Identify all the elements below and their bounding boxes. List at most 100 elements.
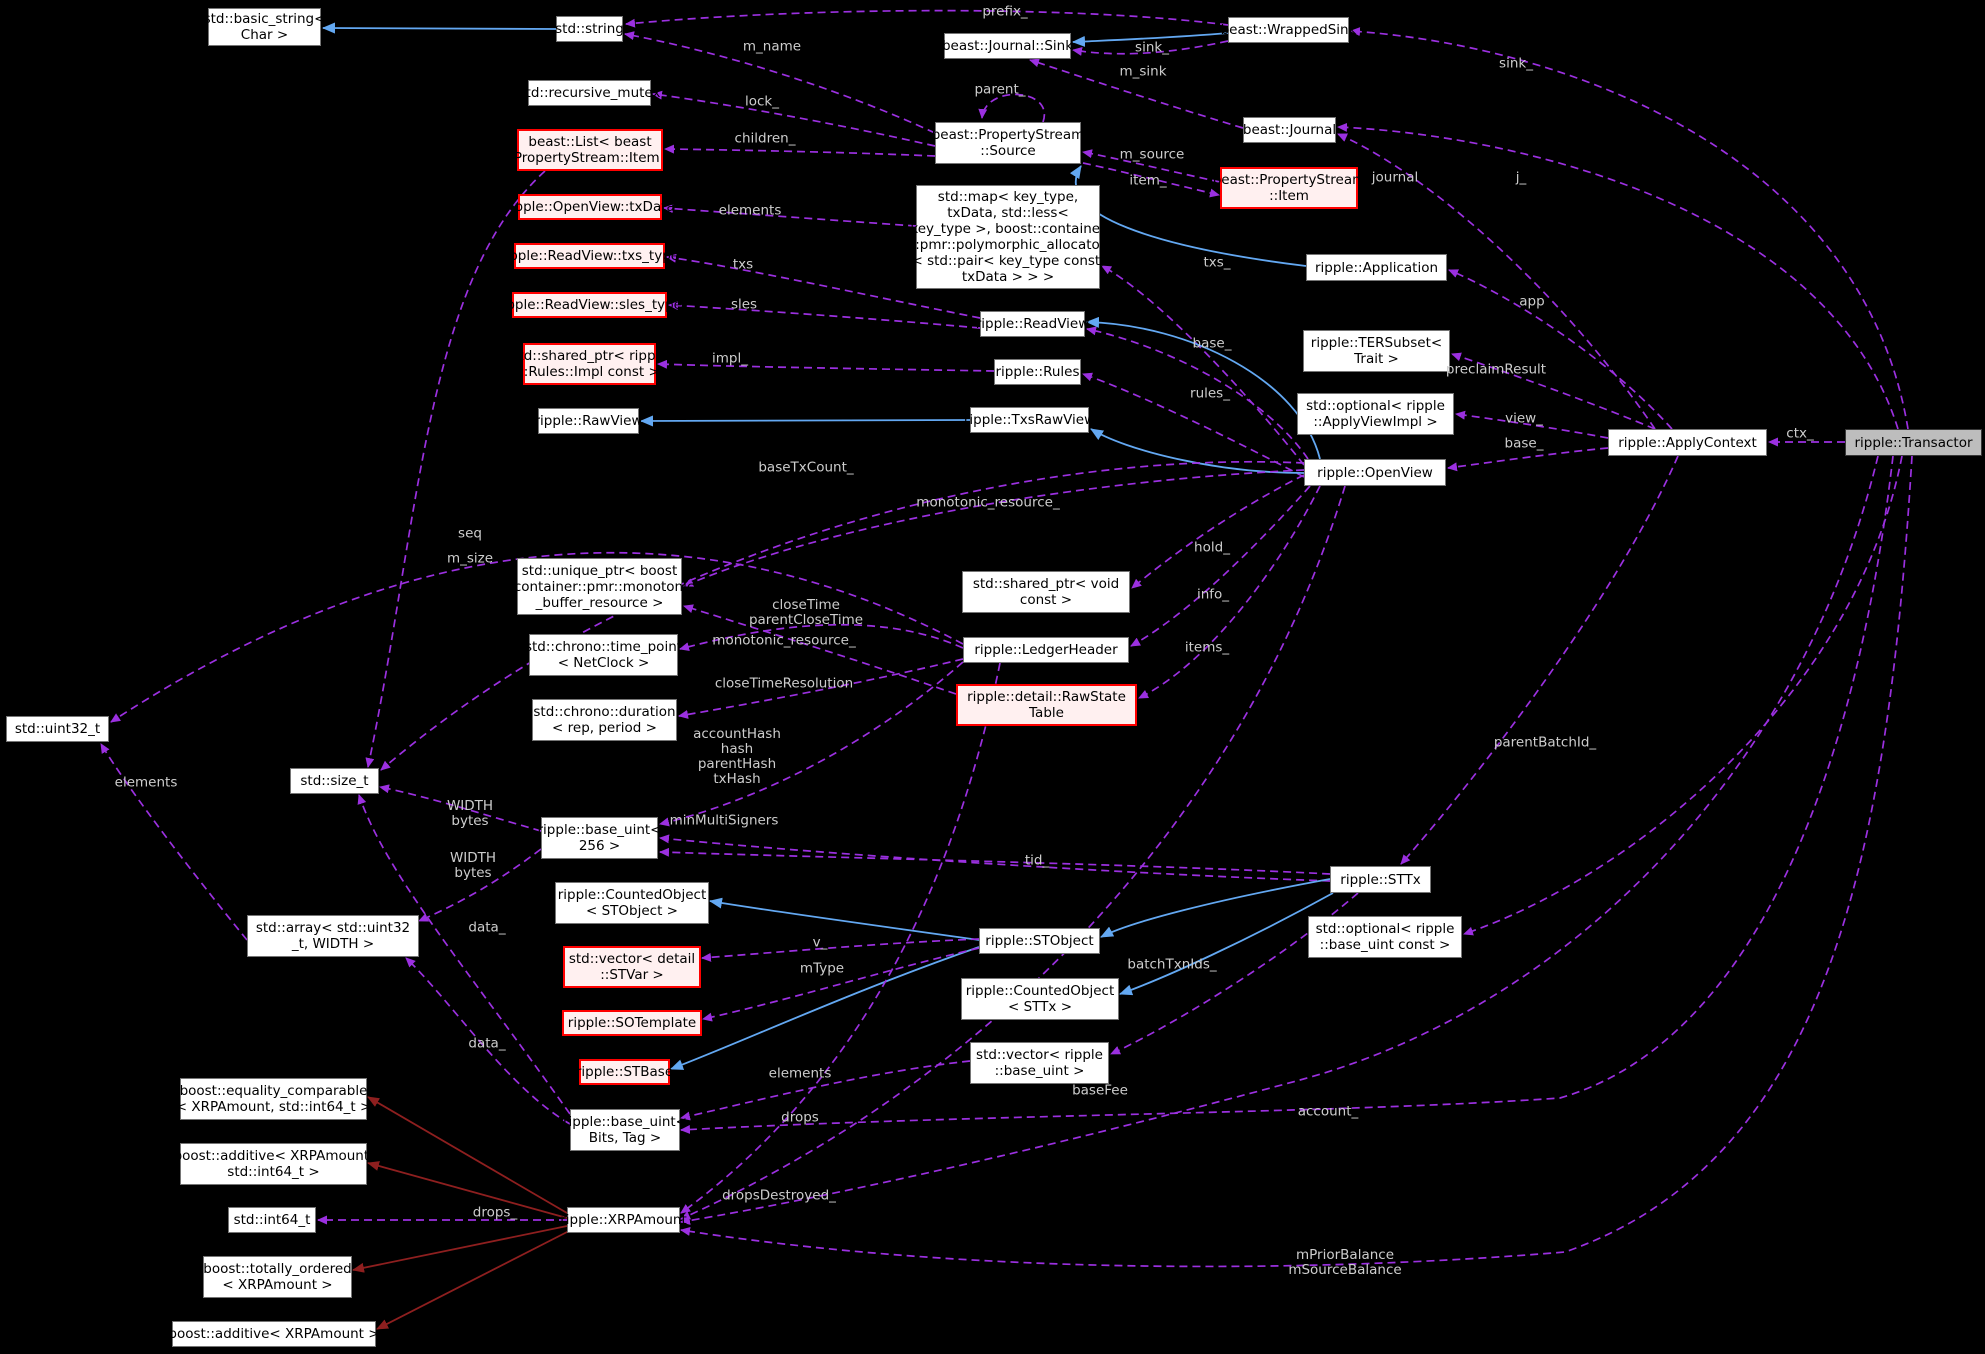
edge-label-data--44: data_ xyxy=(468,1035,506,1052)
node-sotemplate[interactable]: ripple::SOTemplate xyxy=(562,1010,702,1036)
edge-wrappedsink-inherit xyxy=(1072,32,1229,47)
edge-tid xyxy=(659,847,1331,875)
edge-stobject-stbase-inherit xyxy=(670,946,980,1070)
edge-minmultisigners xyxy=(659,834,1331,882)
edge-view xyxy=(1455,410,1609,439)
node-readview[interactable]: ripple::ReadView xyxy=(976,311,1089,337)
edge-label-data--40: data_ xyxy=(468,919,506,936)
node-tersubset[interactable]: ripple::TERSubset< Trait > xyxy=(1303,330,1450,372)
edge-basetxcount xyxy=(380,460,1305,771)
node-base-uint-256[interactable]: ripple::base_uint< 256 > xyxy=(538,817,662,859)
edge-xrp-totally xyxy=(352,1225,568,1273)
edge-label-basefee-47: baseFee xyxy=(1072,1082,1128,1099)
node-xrpamount[interactable]: ripple::XRPAmount xyxy=(560,1207,687,1233)
edge-label-account--48: account_ xyxy=(1297,1103,1359,1120)
node-journal-sink[interactable]: beast::Journal::Sink xyxy=(942,33,1073,59)
node-ledgerheader[interactable]: ripple::LedgerHeader xyxy=(963,637,1129,663)
node-int64-t[interactable]: std::int64_t xyxy=(228,1207,316,1233)
edge-m-sink xyxy=(1029,58,1244,129)
node-base-uint-bits-tag[interactable]: ripple::base_uint< Bits, Tag > xyxy=(563,1109,687,1151)
node-readview-sles-type[interactable]: ripple::ReadView::sles_type xyxy=(497,292,682,318)
edge-preclaimresult xyxy=(1451,352,1656,430)
edge-info xyxy=(1130,485,1311,647)
node-optional-applyviewimpl[interactable]: std::optional< ripple ::ApplyViewImpl > xyxy=(1297,393,1454,435)
node-std-map[interactable]: std::map< key_type, txData, std::less< k… xyxy=(910,185,1106,289)
node-txsrawview[interactable]: ripple::TxsRawView xyxy=(964,407,1095,433)
node-beast-list[interactable]: beast::List< beast ::PropertyStream::Ite… xyxy=(505,129,675,171)
node-basic-string[interactable]: std::basic_string< Char > xyxy=(204,8,325,46)
node-time-point[interactable]: std::chrono::time_point < NetClock > xyxy=(525,634,682,676)
node-string[interactable]: std::string xyxy=(555,16,624,42)
node-array-uint32[interactable]: std::array< std::uint32 _t, WIDTH > xyxy=(247,915,419,957)
edge-string-basicstring-inherit xyxy=(322,22,557,34)
node-rawview[interactable]: ripple::RawView xyxy=(534,408,643,434)
node-sttx[interactable]: ripple::STTx xyxy=(1330,866,1431,893)
node-additive-int64[interactable]: boost::additive< XRPAmount, std::int64_t… xyxy=(174,1143,373,1185)
edge-dropsdestroyed xyxy=(680,485,1346,1220)
edge-label-prefix--0: prefix_ xyxy=(982,3,1028,20)
edge-label-accounthash-hash-parenthash-txhash-34: accountHash hash parentHash txHash xyxy=(693,726,781,787)
edge-label-preclaimresult-19: preclaimResult xyxy=(1445,361,1547,378)
edges-group xyxy=(100,9,1913,1330)
node-counted-object-sttx[interactable]: ripple::CountedObject < STTx > xyxy=(961,978,1119,1020)
node-openview-txdata[interactable]: ripple::OpenView::txData xyxy=(505,194,675,220)
node-size-t[interactable]: std::size_t xyxy=(290,768,379,794)
node-transactor[interactable]: ripple::Transactor xyxy=(1845,429,1982,456)
edge-width-2 xyxy=(357,794,571,1115)
edge-sttx-stobject-inherit xyxy=(1100,878,1331,938)
edge-label-lock--4: lock_ xyxy=(744,93,780,110)
node-vector-stvar[interactable]: std::vector< detail ::STVar > xyxy=(563,946,701,988)
node-uint32-t[interactable]: std::uint32_t xyxy=(6,716,109,742)
node-vector-base-uint[interactable]: std::vector< ripple ::base_uint > xyxy=(970,1042,1109,1084)
edge-label-monotonic-resource--29: monotonic_resource_ xyxy=(712,632,856,649)
node-optional-base-uint[interactable]: std::optional< ripple ::base_uint const … xyxy=(1308,916,1462,958)
node-applycontext[interactable]: ripple::ApplyContext xyxy=(1608,429,1767,456)
node-additive-xrp[interactable]: boost::additive< XRPAmount > xyxy=(168,1321,380,1347)
node-wrappedsink[interactable]: beast::WrappedSink xyxy=(1221,17,1356,43)
edge-lock xyxy=(652,90,936,147)
node-stbase[interactable]: ripple::STBase xyxy=(576,1059,673,1085)
node-rules[interactable]: ripple::Rules xyxy=(994,359,1081,385)
edge-data-2 xyxy=(405,957,571,1125)
edge-label-rules--20: rules_ xyxy=(1190,385,1230,402)
edge-label-elements-51: elements xyxy=(114,774,178,791)
edge-sttx-counted-inherit xyxy=(1119,892,1334,996)
node-shared-ptr-void[interactable]: std::shared_ptr< void const > xyxy=(962,571,1130,613)
edge-label-monotonic-resource--25: monotonic_resource_ xyxy=(916,494,1060,511)
node-totally-ordered[interactable]: boost::totally_ordered < XRPAmount > xyxy=(203,1256,352,1298)
node-application[interactable]: ripple::Application xyxy=(1306,254,1447,281)
node-readview-txs-type[interactable]: ripple::ReadView::txs_type xyxy=(500,243,679,269)
edge-label-closetimeresolution-32: closeTimeResolution xyxy=(714,675,854,692)
node-propertystream-item[interactable]: beast::PropertyStream ::Item xyxy=(1213,167,1365,209)
edge-elements-vector xyxy=(680,1060,971,1121)
edge-application-inherit xyxy=(1069,165,1307,267)
node-recursive-mutex[interactable]: std::recursive_mutex xyxy=(519,80,660,106)
edge-label-impl--18: impl_ xyxy=(712,350,748,367)
edge-txs xyxy=(666,253,981,319)
edge-label-base--17: base_ xyxy=(1192,335,1232,352)
edge-label-drops-46: drops xyxy=(781,1109,819,1126)
node-equality-comparable[interactable]: boost::equality_comparable < XRPAmount, … xyxy=(176,1078,371,1120)
edge-label-mtype-42: mType xyxy=(799,960,845,977)
edge-monotonic-1 xyxy=(683,469,1305,587)
edge-accounthash xyxy=(659,661,964,827)
edge-xrp-additive64 xyxy=(367,1161,568,1219)
edge-batchtxnids xyxy=(1110,892,1359,1055)
node-duration[interactable]: std::chrono::duration < rep, period > xyxy=(532,699,677,741)
edge-label-hold--30: hold_ xyxy=(1194,539,1230,556)
node-propertystream-source[interactable]: beast::PropertyStream ::Source xyxy=(932,122,1084,164)
edge-label-basetxcount--24: baseTxCount_ xyxy=(758,459,854,476)
node-journal[interactable]: beast::Journal xyxy=(1243,117,1336,143)
edge-label-m-name-1: m_name xyxy=(742,38,802,55)
edge-sles xyxy=(668,301,981,329)
node-rawstatetable[interactable]: ripple::detail::RawState Table xyxy=(956,684,1137,726)
node-unique-ptr-monotonic[interactable]: std::unique_ptr< boost ::container::pmr:… xyxy=(505,558,694,615)
node-openview[interactable]: ripple::OpenView xyxy=(1304,459,1446,486)
edge-label-item--8: item_ xyxy=(1129,172,1167,189)
edge-txsrawview-rawview-inherit xyxy=(640,415,971,427)
edge-children xyxy=(664,144,936,157)
node-stobject[interactable]: ripple::STObject xyxy=(979,928,1100,954)
edge-openview-txsrawview-inherit xyxy=(1090,428,1305,474)
node-shared-ptr-rules-impl[interactable]: std::shared_ptr< ripple ::Rules::Impl co… xyxy=(511,343,668,385)
node-counted-object-stobject[interactable]: ripple::CountedObject < STObject > xyxy=(555,882,709,924)
